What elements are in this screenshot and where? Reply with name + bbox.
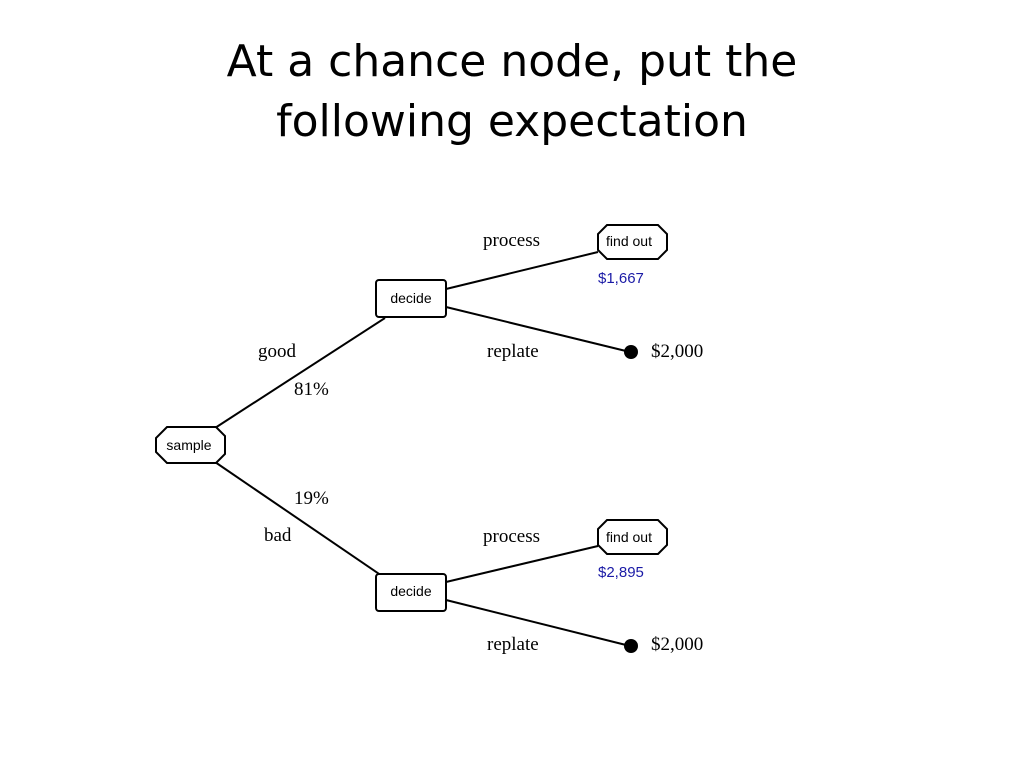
decision-node-bottom: decide xyxy=(375,573,447,612)
decision-node-bottom-box xyxy=(375,573,447,612)
root-node-shape xyxy=(155,426,226,464)
find-out-bottom-value: $2,895 xyxy=(598,564,644,581)
option-bottom-replate-label: replate xyxy=(487,634,539,655)
find-out-node-top: find out $1,667 xyxy=(597,224,668,287)
edge-top-replate xyxy=(445,306,631,353)
terminal-node-bottom: $2,000 xyxy=(624,634,703,655)
find-out-node-top-label: find out xyxy=(606,233,652,249)
option-top-replate-label: replate xyxy=(487,341,539,362)
find-out-top-value: $1,667 xyxy=(598,270,644,287)
find-out-node-bottom-label: find out xyxy=(606,529,652,545)
terminal-node-top: $2,000 xyxy=(624,341,703,362)
terminal-top-value: $2,000 xyxy=(651,341,703,362)
decision-node-top: decide xyxy=(375,279,447,318)
decision-node-top-label: decide xyxy=(390,290,431,306)
find-out-node-bottom: find out $2,895 xyxy=(597,519,668,581)
title-line-1: At a chance node, put the xyxy=(226,36,798,87)
find-out-node-top-shape xyxy=(597,224,668,260)
edge-bottom-replate xyxy=(445,599,631,647)
root-node-label: sample xyxy=(166,437,211,453)
title-line-2: following expectation xyxy=(276,96,748,147)
branch-good-probability: 81% xyxy=(294,379,329,400)
edge-bad xyxy=(214,461,386,579)
terminal-bottom-value: $2,000 xyxy=(651,634,703,655)
decision-node-top-box xyxy=(375,279,447,318)
branch-bad-probability: 19% xyxy=(294,488,329,509)
edge-bottom-process xyxy=(445,545,599,583)
slide-title: At a chance node, put the following expe… xyxy=(0,32,1024,152)
branch-good-label: good xyxy=(258,341,297,362)
edge-top-process xyxy=(445,251,599,290)
option-bottom-process-label: process xyxy=(483,526,540,547)
terminal-node-top-dot xyxy=(624,345,638,359)
decision-node-bottom-label: decide xyxy=(390,583,431,599)
branch-bad-label: bad xyxy=(264,525,292,546)
option-top-process-label: process xyxy=(483,230,540,251)
edge-good xyxy=(214,317,386,429)
find-out-node-bottom-shape xyxy=(597,519,668,555)
terminal-node-bottom-dot xyxy=(624,639,638,653)
root-node: sample xyxy=(155,426,226,464)
tree-edges xyxy=(214,251,631,647)
